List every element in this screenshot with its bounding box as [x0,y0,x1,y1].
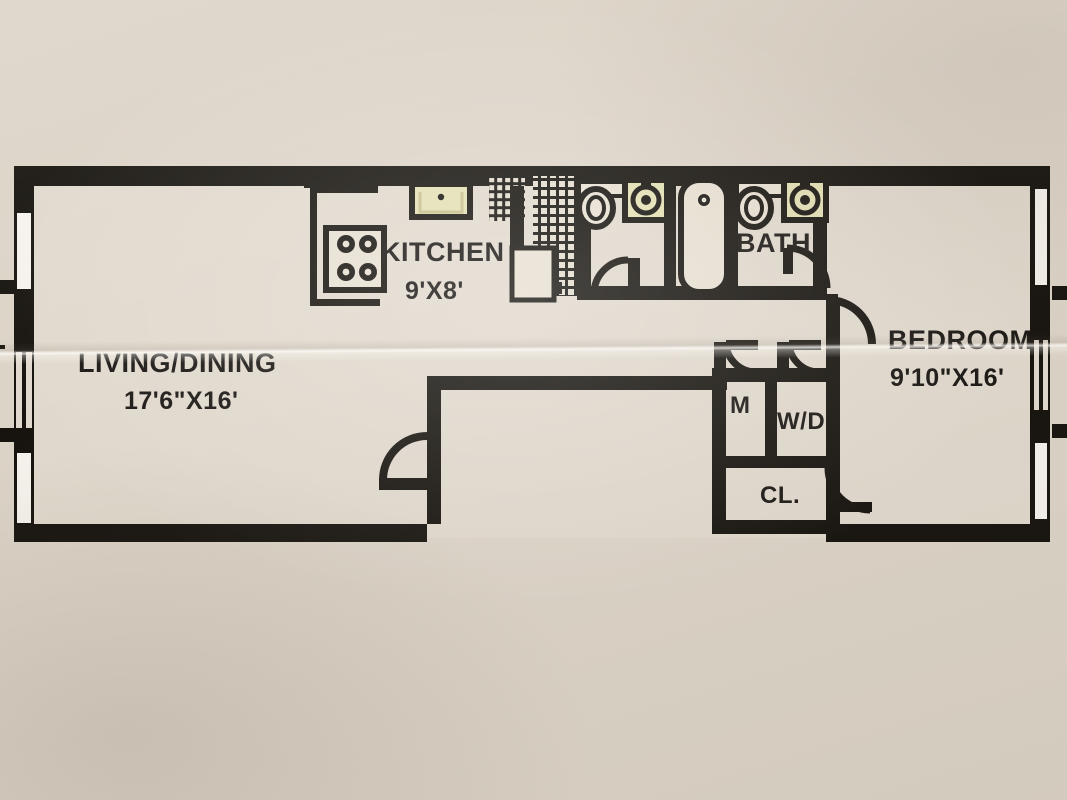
closet-core-group [712,340,872,542]
wall-stub-left-upper [0,280,16,294]
kitchen-door-swing [590,256,640,295]
windows-left-wall [0,211,33,525]
kitchen-closet-box [509,245,557,303]
wall-stub-right-lower [1052,424,1067,438]
wall-bottom-bedroom [826,524,1050,542]
wall-living-top-south [427,376,727,390]
window-left-2-mullion [22,352,26,428]
room-label-living-dining: LIVING/DINING [78,348,277,378]
windows-right-wall [1033,187,1067,521]
wall-top [14,166,1050,186]
room-label-kitchen: KITCHEN [381,237,505,267]
closet-label-coat-closet: CL. [760,482,801,509]
wall-kitchen-left-tick [304,166,311,188]
kitchen-counter-edge [310,299,380,306]
window-left-3 [15,451,33,525]
room-dimension-bedroom: 9'10"X16' [890,364,1005,392]
bath-sink-icon [622,177,670,223]
room-dimension-kitchen: 9'X8' [405,277,464,305]
wall-closet-right [826,366,840,542]
kitchen-counter-line [310,186,378,306]
wall-m-wd-divider [765,374,777,456]
wall-tick-left [0,345,5,349]
window-left-1 [15,211,33,291]
room-dimension-living-dining: 17'6"X16' [124,387,239,415]
bath-door-swing [783,244,831,289]
wall-cl-bottom [712,520,840,534]
coat-closet-door-swing [824,467,872,514]
living-entry-group [379,376,727,524]
range-stove-icon [323,225,387,293]
room-label-bath: BATH [736,228,811,258]
bath-sink-icon [781,177,829,223]
bathtub-icon [678,167,730,295]
wall-stub-right-upper [1052,286,1067,300]
wall-bottom-living [14,524,427,542]
bath-group [576,167,829,300]
wall-closet-left [712,368,726,532]
window-right-1 [1033,187,1049,287]
misc-walls [304,166,311,188]
entry-door-swing [379,432,441,490]
kitchen-sink-icon [409,181,473,220]
window-right-2-mullion [1039,340,1043,410]
room-label-bedroom: BEDROOM [888,325,1033,355]
wall-stub-left-lower [0,428,16,442]
wall-cl-top [712,456,840,468]
closet-label-washer-dryer: W/D [777,408,826,435]
window-right-3 [1033,441,1049,521]
closet-label-mechanical: M [730,392,751,419]
